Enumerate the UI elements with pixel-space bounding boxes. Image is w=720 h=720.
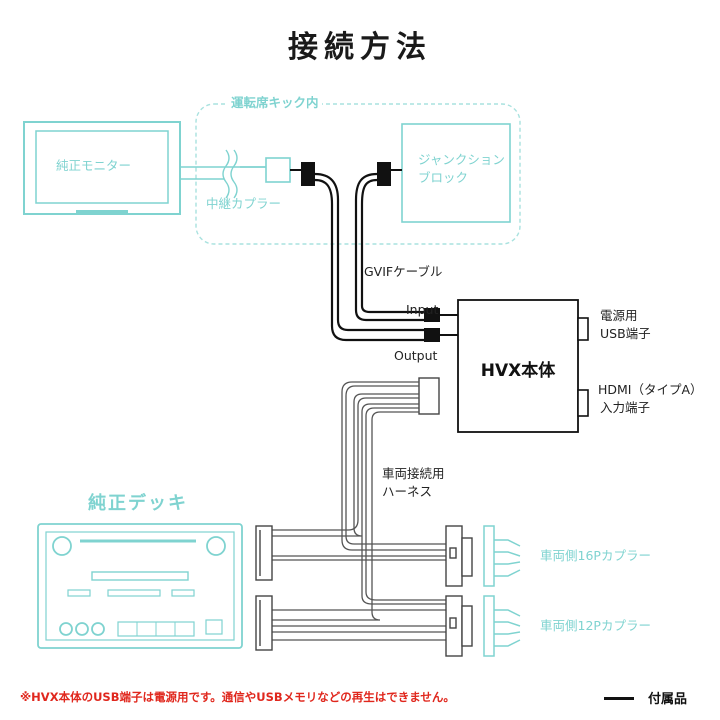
coupler-16p-label: 車両側16Pカプラー [540,548,651,563]
accessory-legend-label: 付属品 [648,692,688,707]
usb-note: ※HVX本体のUSB端子は電源用です。通信やUSBメモリなどの再生はできません。 [20,690,455,704]
harness-label-1: 車両接続用 [382,466,445,481]
page-title: 接続方法 [288,30,432,65]
gvif-connector-left [301,162,315,186]
hvx-unit-box [457,299,579,433]
harness-connector-icon [418,377,440,415]
input-label: Input [406,302,439,317]
stock-deck-icon [37,523,243,649]
cabin-area-label: 運転席キック内 [228,95,322,111]
hdmi-label-1: HDMI（タイプA） [598,382,703,397]
accessory-legend-line [604,697,634,700]
hdmi-port-icon [577,389,589,417]
output-label: Output [394,348,438,363]
power-usb-label-1: 電源用 [600,308,638,323]
vehicle-side-connectors [445,525,473,657]
vehicle-harness [272,381,446,641]
junction-block-label-2: ブロック [418,170,469,185]
gvif-cable [314,172,424,342]
coupler-12p-label: 車両側12Pカプラー [540,618,651,633]
monitor-icon [23,121,181,215]
monitor-label: 純正モニター [56,158,132,173]
output-connector [424,328,440,342]
hdmi-label-2: 入力端子 [600,400,651,415]
cable-break-icon [222,149,230,199]
power-usb-label-2: USB端子 [600,326,651,341]
usb-port-icon [577,317,589,341]
gvif-cable-label: GVIFケーブル [364,264,443,279]
relay-coupler-icon [265,157,291,183]
junction-block-label-1: ジャンクション [418,152,505,167]
harness-label-2: ハーネス [382,484,433,499]
deck-connectors [255,525,273,651]
vehicle-coupler-12p-icon [483,595,521,657]
vehicle-coupler-16p-icon [483,525,521,587]
cabin-area-outline [195,103,521,245]
relay-coupler-label: 中継カプラー [206,196,282,211]
gvif-connector-right [377,162,391,186]
hvx-unit-label: HVX本体 [480,361,556,381]
input-connector [424,308,440,322]
stock-deck-label: 純正デッキ [88,493,188,514]
